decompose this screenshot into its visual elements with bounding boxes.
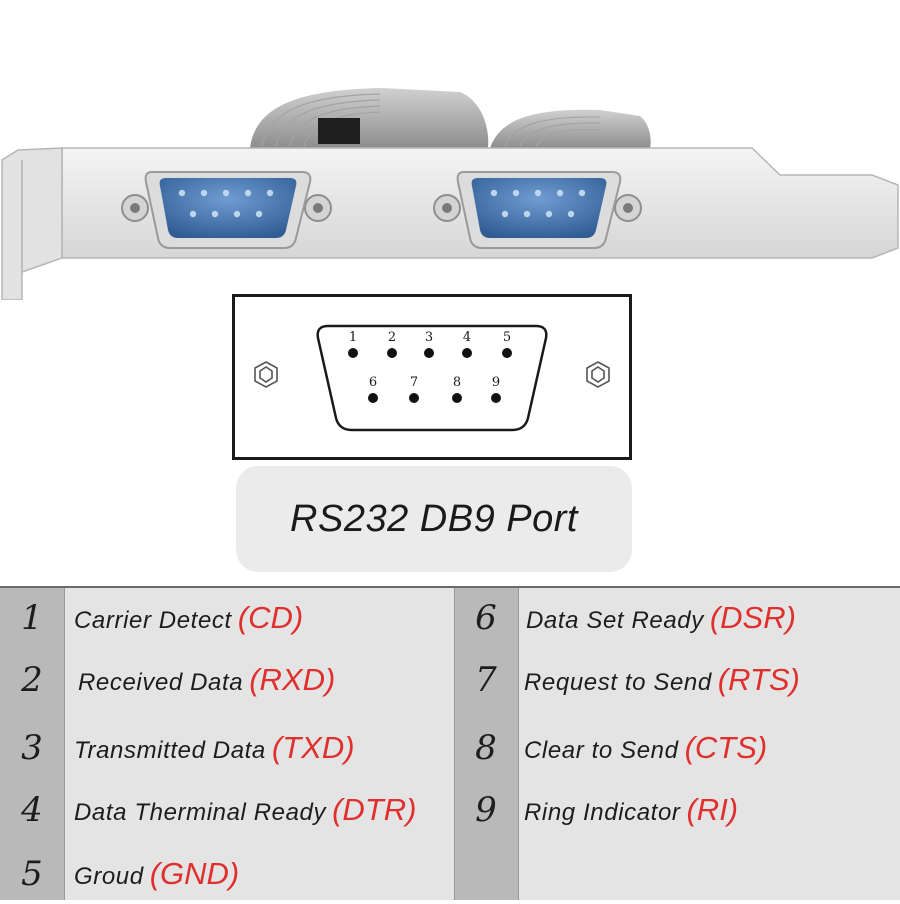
pin-dot (348, 348, 358, 358)
pin-signal-name: Groud (74, 863, 144, 890)
pin-number-label: 6 (369, 375, 377, 390)
pin-number-column-left (0, 588, 64, 900)
pin-number-label: 4 (463, 330, 471, 345)
db9-pinout-diagram: 1 2 3 4 5 6 7 8 9 (232, 294, 632, 460)
pin-number-label: 9 (492, 375, 500, 390)
pin-number: 2 (21, 660, 43, 700)
hex-screw-right (586, 361, 610, 388)
pin-dot (424, 348, 434, 358)
pin-signal-name: Request to Send (524, 669, 712, 696)
pin-dot (491, 393, 501, 403)
pin-signal-name: Clear to Send (524, 737, 679, 764)
pin-row-5: 5 Groud(GND) (0, 844, 454, 904)
pin-row-8: 8 Clear to Send(CTS) (454, 718, 900, 778)
ribbon-cable (250, 88, 651, 148)
pin-number: 3 (21, 728, 43, 768)
pin-row-4: 4 Data Therminal Ready(DTR) (0, 780, 454, 840)
pin-number-label: 8 (453, 375, 461, 390)
pin-number: 8 (475, 728, 497, 768)
pin-signal-abbreviation: (RTS) (717, 662, 800, 697)
diagram-title: RS232 DB9 Port (290, 497, 578, 540)
pin-signal-name: Transmitted Data (74, 737, 266, 764)
pin-number: 6 (475, 598, 497, 638)
pin-row-1: 1 Carrier Detect(CD) (0, 588, 454, 648)
pin-dot (368, 393, 378, 403)
pin-signal-abbreviation: (DTR) (332, 792, 417, 827)
pin-dot (502, 348, 512, 358)
pin-dot (387, 348, 397, 358)
d-shell-outline (316, 324, 548, 432)
pin-signal-abbreviation: (RXD) (249, 662, 336, 697)
pin-signal-abbreviation: (CTS) (684, 730, 768, 765)
pin-number: 7 (475, 660, 497, 700)
pin-number-label: 2 (388, 330, 396, 345)
pin-number-label: 5 (503, 330, 511, 345)
pin-row-7: 7 Request to Send(RTS) (454, 650, 900, 710)
pin-row-6: 6 Data Set Ready(DSR) (454, 588, 900, 648)
hex-screw-left (254, 361, 278, 388)
pin-description-column-right (518, 588, 900, 900)
pin-signal-abbreviation: (CD) (237, 600, 304, 635)
pin-number-column-right (454, 588, 518, 900)
pin-number: 9 (475, 790, 497, 830)
pin-row-2: 2 Received Data(RXD) (0, 650, 454, 710)
pin-signal-name: Ring Indicator (524, 799, 681, 826)
db9-connector-left (121, 171, 332, 249)
pin-signal-abbreviation: (TXD) (271, 730, 355, 765)
pin-number-label: 7 (410, 375, 418, 390)
pin-dot (452, 393, 462, 403)
pin-number: 5 (21, 854, 43, 894)
pin-number: 1 (21, 598, 43, 638)
pin-number: 4 (21, 790, 43, 830)
pin-description-column-left (64, 588, 454, 900)
pin-row-9: 9 Ring Indicator(RI) (454, 780, 900, 840)
pin-row-3: 3 Transmitted Data(TXD) (0, 718, 454, 778)
pin-assignment-table: 1 Carrier Detect(CD) 2 Received Data(RXD) 3 T… (0, 586, 900, 900)
pin-number-label: 1 (349, 330, 357, 345)
db9-connector-right (433, 171, 642, 249)
pci-bracket (1, 147, 899, 300)
pin-dot (462, 348, 472, 358)
title-box: RS232 DB9 Port (236, 466, 632, 572)
pin-signal-name: Data Set Ready (526, 607, 704, 634)
pin-signal-name: Carrier Detect (74, 607, 232, 634)
pin-number-label: 3 (425, 330, 433, 345)
pin-signal-abbreviation: (DSR) (709, 600, 796, 635)
pin-signal-abbreviation: (RI) (686, 792, 739, 827)
pin-signal-name: Data Therminal Ready (74, 799, 327, 826)
pin-dot (409, 393, 419, 403)
serial-bracket-illustration (1, 88, 899, 300)
pin-signal-name: Received Data (78, 669, 244, 696)
pin-signal-abbreviation: (GND) (149, 856, 240, 891)
